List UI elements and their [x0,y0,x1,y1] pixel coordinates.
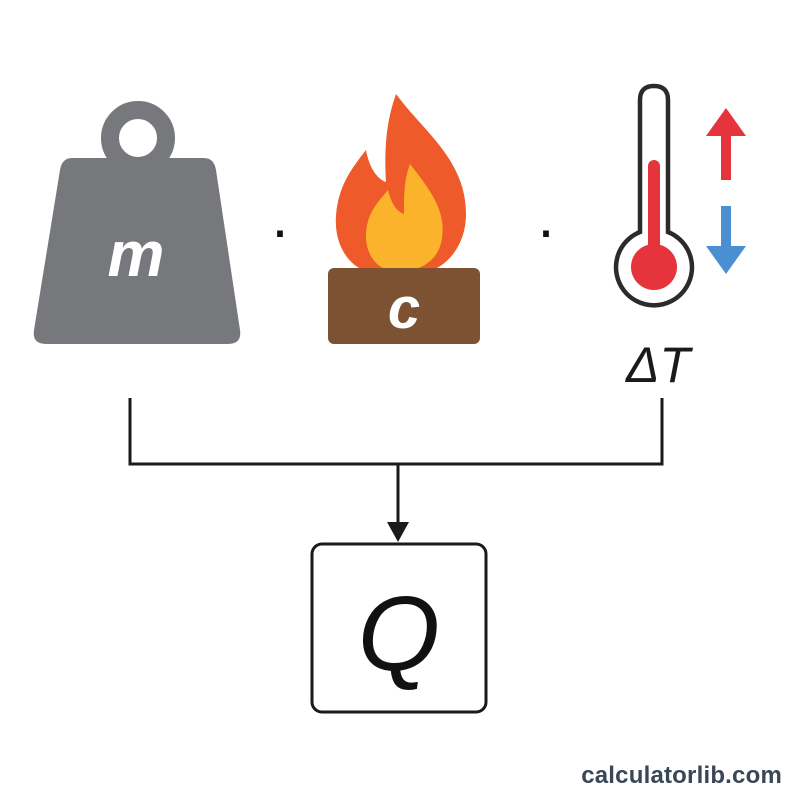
heat-base-block [328,268,480,344]
result-box-border [310,542,488,714]
specific-heat-symbol: c [388,276,420,341]
mass-symbol: m [108,218,165,290]
flame-inner [366,164,443,270]
arrow-up-shaft [721,134,731,180]
thermometer-icon: ΔT [613,83,695,393]
arrow-to-result-icon [387,522,409,542]
weight-body [33,158,241,344]
multiply-dot-1: · [270,196,290,263]
site-watermark: calculatorlib.com [581,762,782,789]
flame-icon: c [328,94,480,344]
arrow-down-shaft [721,206,731,252]
arrow-down-head [706,246,746,274]
weight-icon: m [33,101,241,344]
arrow-up-icon [706,108,746,180]
bracket-lines [128,398,664,466]
thermometer-mercury-column [648,160,660,264]
arrow-down-icon [706,206,746,274]
connector-bracket [128,398,664,526]
multiply-dot-2: · [536,196,556,263]
result-box: Q [310,542,488,714]
result-symbol: Q [358,575,440,693]
thermometer-bulb [631,244,677,290]
arrow-up-head [706,108,746,136]
weight-ring [101,101,175,175]
temperature-change-symbol: ΔT [625,337,694,393]
